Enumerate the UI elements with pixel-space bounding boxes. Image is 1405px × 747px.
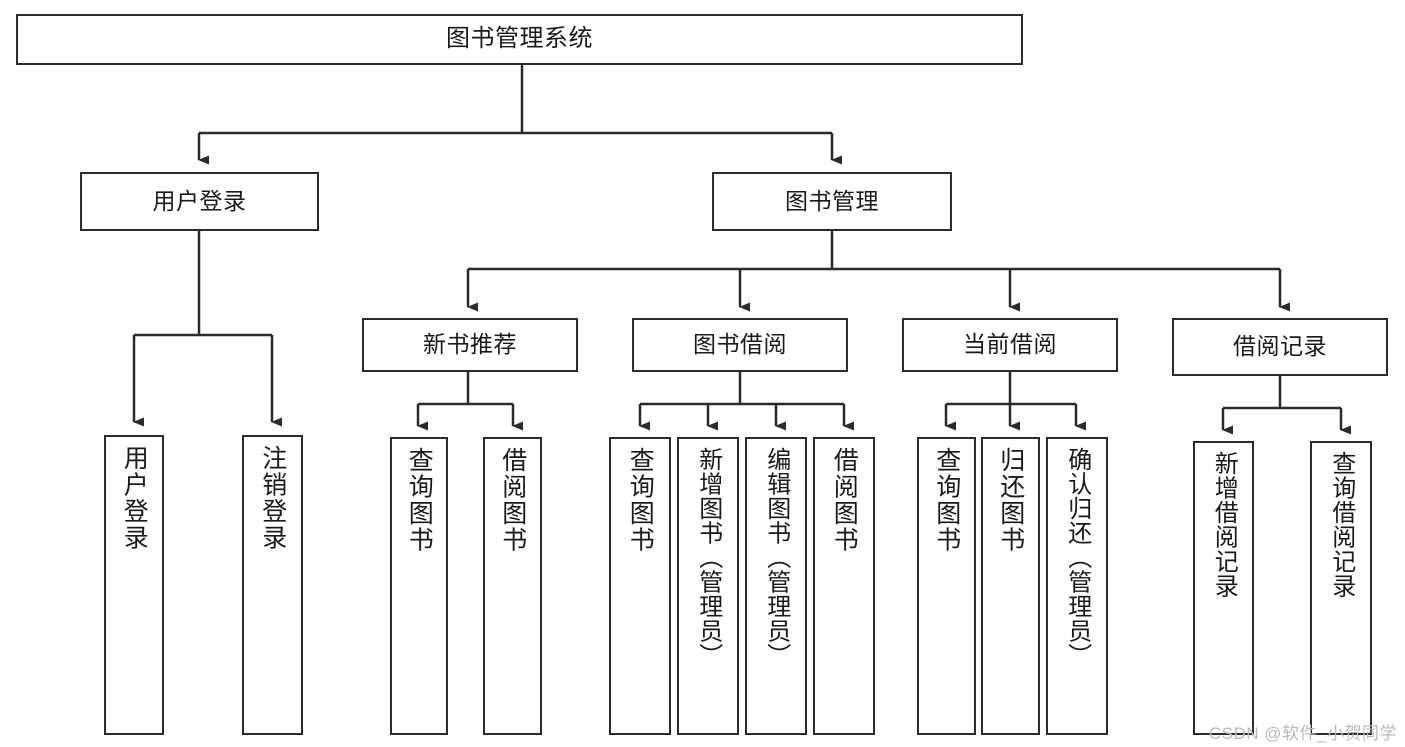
node-label: 借阅图书 <box>498 447 527 553</box>
node-label: 用户登录 <box>152 187 247 214</box>
node-label: 查询图书 <box>626 447 655 553</box>
node-leaf-edit-book-admin[interactable]: 编辑图书（管理员） <box>745 437 807 735</box>
node-borrow-record[interactable]: 借阅记录 <box>1172 318 1388 376</box>
node-leaf-add-book-admin[interactable]: 新增图书（管理员） <box>677 437 739 735</box>
node-label: 新增借阅记录 <box>1210 451 1238 598</box>
node-leaf-query-book-3[interactable]: 查询图书 <box>917 437 976 735</box>
node-label: 新书推荐 <box>423 331 517 358</box>
node-label: 借阅记录 <box>1233 333 1327 360</box>
node-leaf-query-book-1[interactable]: 查询图书 <box>390 437 448 735</box>
node-leaf-query-record[interactable]: 查询借阅记录 <box>1310 441 1372 735</box>
node-label: 借阅图书 <box>830 447 859 553</box>
node-root-system[interactable]: 图书管理系统 <box>16 14 1023 65</box>
node-leaf-logout[interactable]: 注销登录 <box>242 435 303 735</box>
node-label: 图书借阅 <box>693 331 787 358</box>
node-leaf-borrow-book-2[interactable]: 借阅图书 <box>813 437 875 735</box>
node-label: 用户登录 <box>120 445 149 551</box>
node-label: 当前借阅 <box>963 331 1057 358</box>
node-user-login[interactable]: 用户登录 <box>80 172 319 231</box>
node-book-borrow[interactable]: 图书借阅 <box>632 318 848 372</box>
node-leaf-return-book[interactable]: 归还图书 <box>981 437 1040 735</box>
node-label: 查询图书 <box>932 447 961 553</box>
node-label: 注销登录 <box>258 445 287 551</box>
node-label: 查询图书 <box>405 447 434 553</box>
node-label: 确认归还（管理员） <box>1063 447 1091 668</box>
node-book-manage[interactable]: 图书管理 <box>712 172 952 231</box>
node-label: 编辑图书（管理员） <box>762 447 790 668</box>
node-label: 归还图书 <box>996 447 1025 553</box>
node-current-borrow[interactable]: 当前借阅 <box>902 318 1118 372</box>
node-label: 新增图书（管理员） <box>694 447 722 668</box>
node-label: 查询借阅记录 <box>1327 451 1355 598</box>
node-new-book-recommend[interactable]: 新书推荐 <box>362 318 578 372</box>
node-leaf-user-login[interactable]: 用户登录 <box>104 435 164 735</box>
node-leaf-add-record[interactable]: 新增借阅记录 <box>1193 441 1254 735</box>
node-label: 图书管理 <box>785 187 879 214</box>
node-leaf-borrow-book-1[interactable]: 借阅图书 <box>483 437 542 735</box>
node-leaf-confirm-return-admin[interactable]: 确认归还（管理员） <box>1046 437 1108 735</box>
node-label: 图书管理系统 <box>446 25 593 53</box>
node-leaf-query-book-2[interactable]: 查询图书 <box>609 437 671 735</box>
